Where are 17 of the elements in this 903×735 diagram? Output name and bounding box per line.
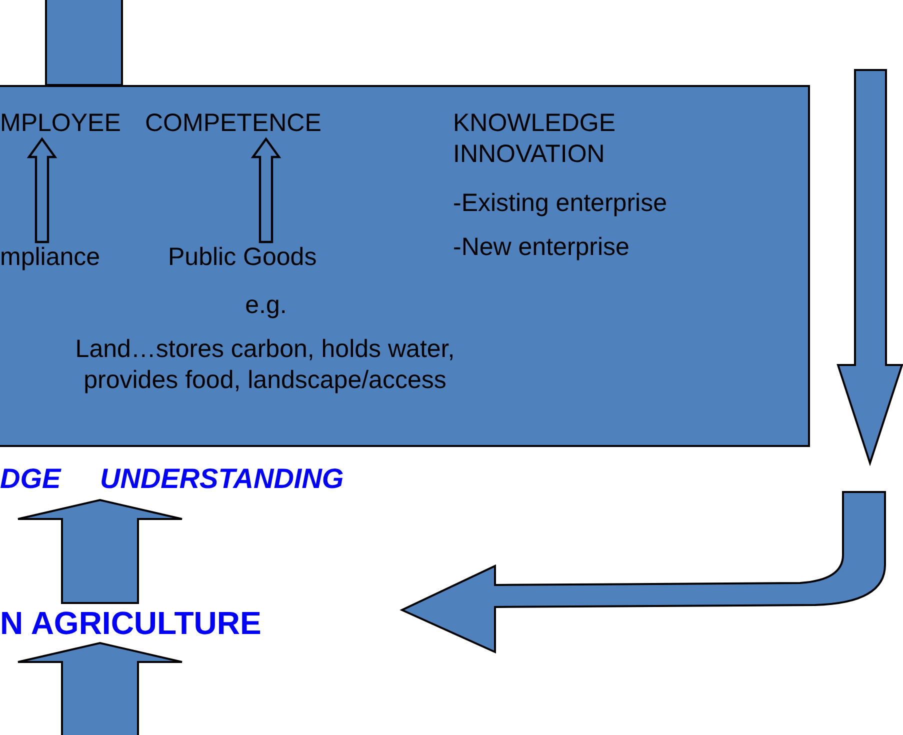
emphasis-text: UNDERSTANDING — [100, 462, 344, 496]
body-text: Land…stores carbon, holds water, provides food, landscape/access — [74, 334, 456, 396]
block-arrow — [17, 642, 183, 735]
hollow-arrow — [250, 137, 282, 244]
list-item: -New enterprise — [453, 232, 630, 263]
heading-text: MPLOYEE — [0, 108, 121, 139]
emphasis-text: DGE — [0, 462, 61, 496]
list-item: -Existing enterprise — [453, 188, 668, 219]
body-text: e.g. — [244, 290, 288, 321]
heading-text: KNOWLEDGE INNOVATION — [453, 108, 617, 170]
heading-text: COMPETENCE — [145, 108, 322, 139]
heading-text: N AGRICULTURE — [0, 604, 262, 643]
process-box — [0, 85, 810, 447]
label-text: Public Goods — [168, 242, 317, 273]
hollow-arrow — [26, 137, 58, 244]
block-arrow — [17, 498, 183, 604]
label-text: mpliance — [0, 242, 100, 273]
